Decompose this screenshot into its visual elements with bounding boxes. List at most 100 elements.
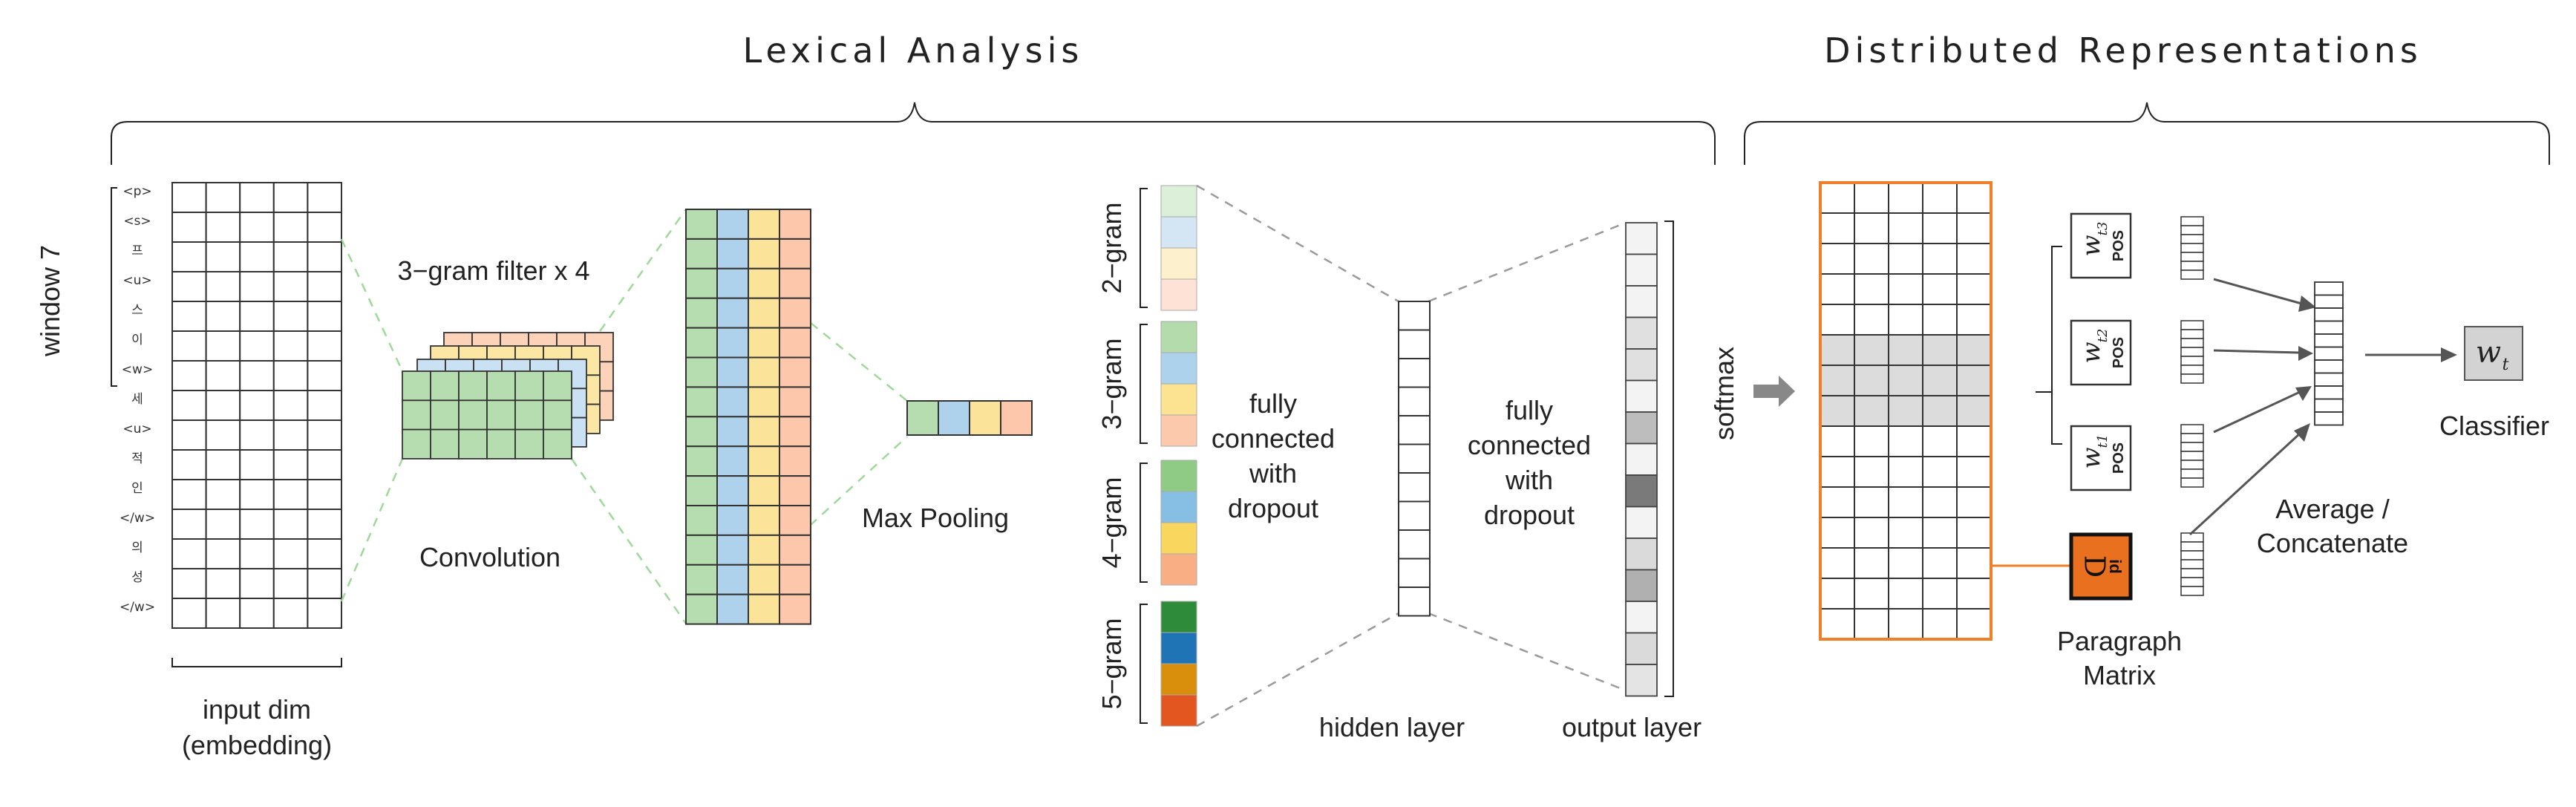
paragraph-cell <box>1820 395 1855 427</box>
paragraph-cell <box>1922 365 1958 396</box>
filter-cell <box>430 428 460 460</box>
paragraph-cell <box>1854 425 1889 457</box>
ngram-cell <box>1160 663 1197 696</box>
input-cell <box>272 212 309 243</box>
feature-cell <box>716 505 749 536</box>
input-cell <box>272 360 309 391</box>
feature-cell <box>685 416 718 448</box>
paragraph-cell <box>1922 334 1958 366</box>
filter-cell <box>458 428 488 460</box>
feature-cell <box>716 563 749 595</box>
input-cell <box>307 330 342 362</box>
input-cell <box>239 301 275 332</box>
input-cell <box>272 598 309 629</box>
feature-cell <box>716 386 749 418</box>
filter-label: 3−gram filter x 4 <box>397 255 589 286</box>
input-cell <box>205 419 241 451</box>
paragraph-cell <box>1922 486 1958 518</box>
convolution-label: Convolution <box>419 542 560 572</box>
ngram-cell <box>1160 414 1197 447</box>
lexical-analysis-title: Lexical Analysis <box>743 30 1084 71</box>
svg-text:with: with <box>1249 458 1297 489</box>
feature-cell <box>748 386 780 418</box>
input-cell <box>272 479 309 510</box>
ngram-bracket <box>1140 604 1148 724</box>
token-column: <p><s>프<u>스이<w>세<u>적인</w>의성</w> <box>120 184 155 615</box>
input-cell <box>239 182 275 213</box>
averaged-cell <box>2314 294 2344 309</box>
word-vector-tag: POS <box>2111 230 2127 261</box>
feature-cell <box>779 386 811 418</box>
paragraph-cell <box>1854 304 1889 336</box>
ngram-cell <box>1160 553 1197 586</box>
feature-cell <box>685 297 718 329</box>
fully-connected-label-1: fully connected with dropout <box>1212 388 1335 523</box>
output-cell <box>1625 411 1658 445</box>
svg-text:dropout: dropout <box>1484 500 1575 530</box>
feature-cell <box>716 238 749 269</box>
ngram-cell <box>1160 278 1197 311</box>
input-cell <box>272 390 309 421</box>
classifier-output-box <box>2464 326 2523 381</box>
averaged-cell <box>2314 307 2344 322</box>
ngram-label: 2−gram <box>1096 202 1127 293</box>
input-cell <box>307 241 342 272</box>
token-label: </w> <box>120 600 155 615</box>
input-dim-label: input dim <box>203 694 311 725</box>
ngram-cell <box>1160 460 1197 492</box>
paragraph-cell <box>1888 395 1923 427</box>
small-vector-cell <box>2180 225 2204 235</box>
ngram-label: 3−gram <box>1096 338 1127 429</box>
paragraph-cell <box>1854 547 1889 579</box>
input-cell <box>239 509 275 540</box>
small-vector-cell <box>2180 234 2204 244</box>
paragraph-cell <box>1888 304 1923 336</box>
input-cell <box>171 449 207 480</box>
input-cell <box>171 330 207 362</box>
input-cell <box>205 449 241 480</box>
input-cell <box>239 479 275 510</box>
svg-text:dropout: dropout <box>1228 493 1318 523</box>
averaged-cell <box>2314 372 2344 387</box>
paragraph-cell <box>1854 608 1889 640</box>
averaged-cell <box>2314 385 2344 400</box>
feature-cell <box>748 416 780 448</box>
output-cell <box>1625 632 1658 665</box>
feature-cell <box>685 356 718 388</box>
paragraph-cell <box>1956 334 1992 366</box>
input-embedding-grid <box>171 182 342 629</box>
feature-cell <box>685 505 718 536</box>
small-vector-cell <box>2180 243 2204 253</box>
small-vector-cell <box>2180 269 2204 280</box>
feature-map-grid <box>685 209 811 625</box>
pooled-cell <box>1000 400 1033 436</box>
svg-text:fully: fully <box>1506 395 1553 425</box>
input-cell <box>239 390 275 421</box>
token-label: </w> <box>120 511 155 526</box>
input-cell <box>272 301 309 332</box>
input-cell <box>307 449 342 480</box>
input-cell <box>205 241 241 272</box>
small-vector-cell <box>2180 451 2204 461</box>
feature-cell <box>779 505 811 536</box>
word-vector-box <box>2070 319 2132 386</box>
paragraph-cell <box>1854 334 1889 366</box>
word-vector-tag: POS <box>2111 337 2127 368</box>
feature-cell <box>779 356 811 388</box>
feature-cell <box>716 267 749 299</box>
hidden-cell <box>1398 301 1431 331</box>
paragraph-cell <box>1820 517 1855 549</box>
paragraph-cell <box>1956 517 1992 549</box>
output-cell <box>1625 569 1658 602</box>
feature-cell <box>748 209 780 240</box>
input-cell <box>307 598 342 629</box>
hidden-cell <box>1398 587 1431 617</box>
ngram-cell <box>1160 522 1197 555</box>
averaged-cell <box>2314 398 2344 413</box>
softmax-label: softmax <box>1709 347 1739 440</box>
input-cell <box>307 538 342 569</box>
average-concatenate-label: Average / Concatenate <box>2257 494 2408 558</box>
feature-cell <box>748 297 780 329</box>
input-cell <box>239 538 275 569</box>
